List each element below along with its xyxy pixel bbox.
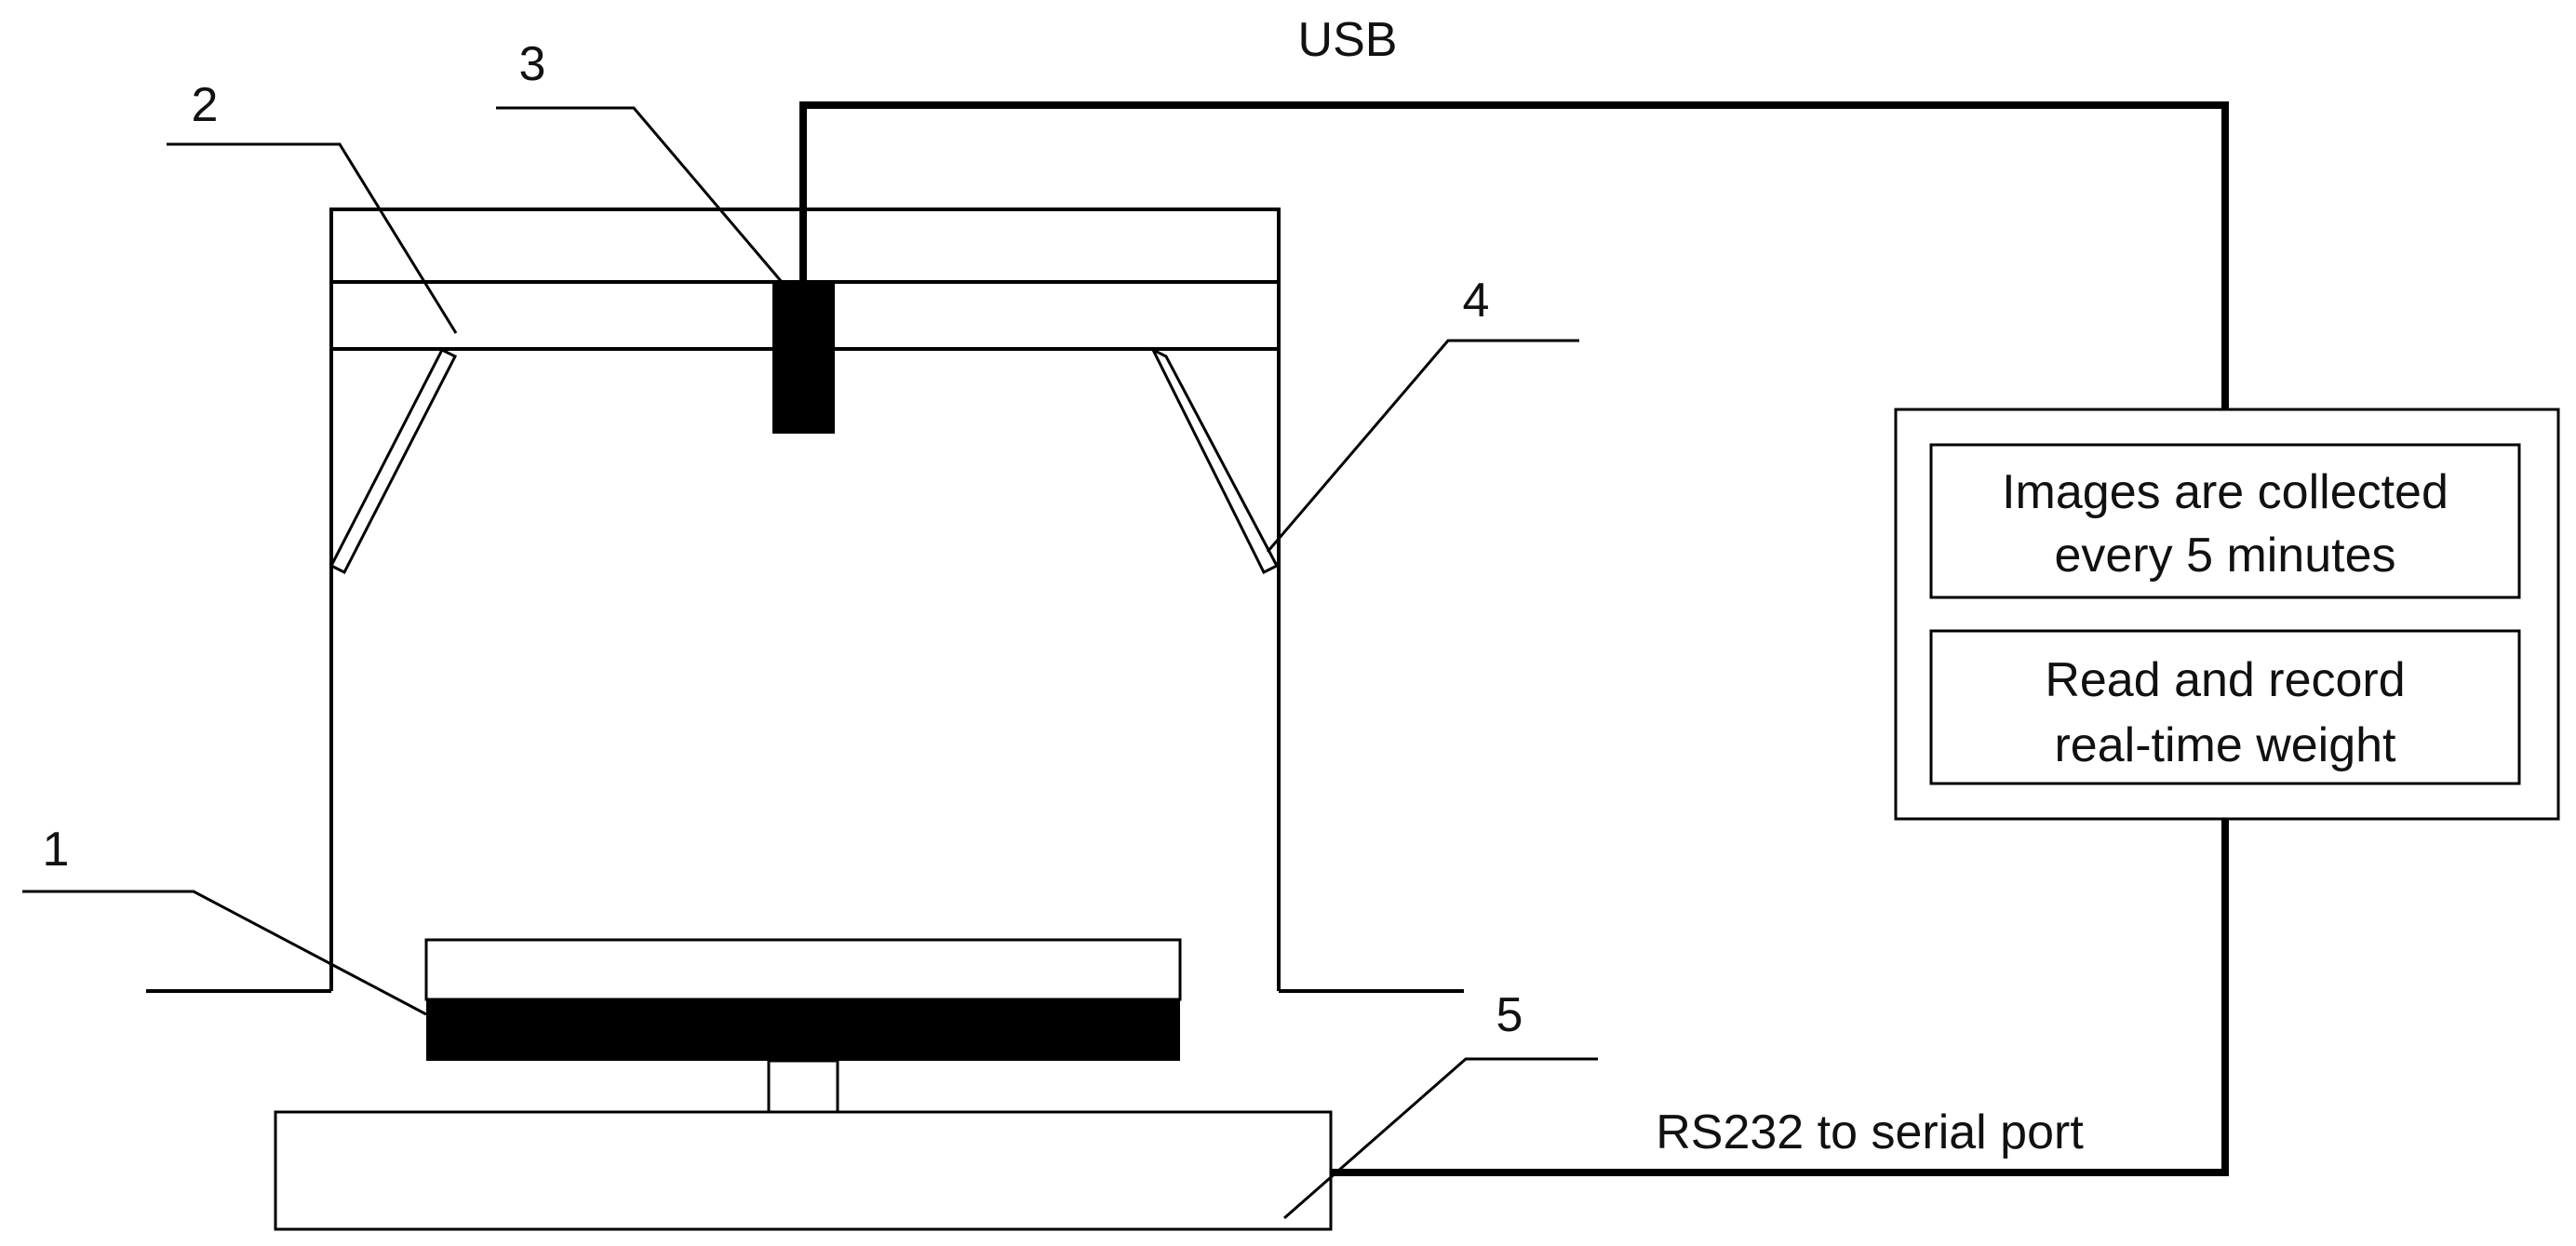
leader-3 <box>496 106 784 283</box>
reflector-plate-left <box>329 347 458 575</box>
callout-1: 1 <box>43 823 70 877</box>
callout-2: 2 <box>192 78 219 132</box>
controller-task-1-box <box>1929 443 2521 599</box>
task-2-line-1: Read and record <box>2045 653 2405 707</box>
task-1-line-1: Images are collected <box>2002 465 2449 519</box>
balance-stem <box>767 1059 839 1114</box>
leader-1 <box>22 890 427 1016</box>
electronic-balance <box>274 1059 1333 1231</box>
callout-leaders <box>22 106 1598 1220</box>
usb-label: USB <box>1298 13 1398 67</box>
usb-cable <box>799 101 2229 409</box>
cables <box>799 101 2229 1176</box>
reflector-plates <box>329 346 1280 575</box>
sample-tray-base <box>426 999 1180 1061</box>
callout-5: 5 <box>1496 988 1523 1042</box>
rs232-cable <box>1331 819 2229 1176</box>
controller-box <box>1894 408 2560 821</box>
callout-3: 3 <box>519 37 546 91</box>
leader-4 <box>1266 339 1579 553</box>
controller-task-2-box <box>1929 629 2521 785</box>
balance-body <box>274 1110 1333 1231</box>
leader-5 <box>1283 1057 1598 1220</box>
leader-2 <box>167 142 458 334</box>
sample-tray <box>424 938 1182 1061</box>
callout-4: 4 <box>1463 274 1490 328</box>
rs232-label: RS232 to serial port <box>1656 1105 2084 1159</box>
task-2-line-2: real-time weight <box>2054 718 2396 772</box>
task-1-line-2: every 5 minutes <box>2054 529 2395 583</box>
reflector-plate-right <box>1149 346 1280 575</box>
camera <box>772 282 835 434</box>
sample-tray-upper <box>424 938 1182 1001</box>
